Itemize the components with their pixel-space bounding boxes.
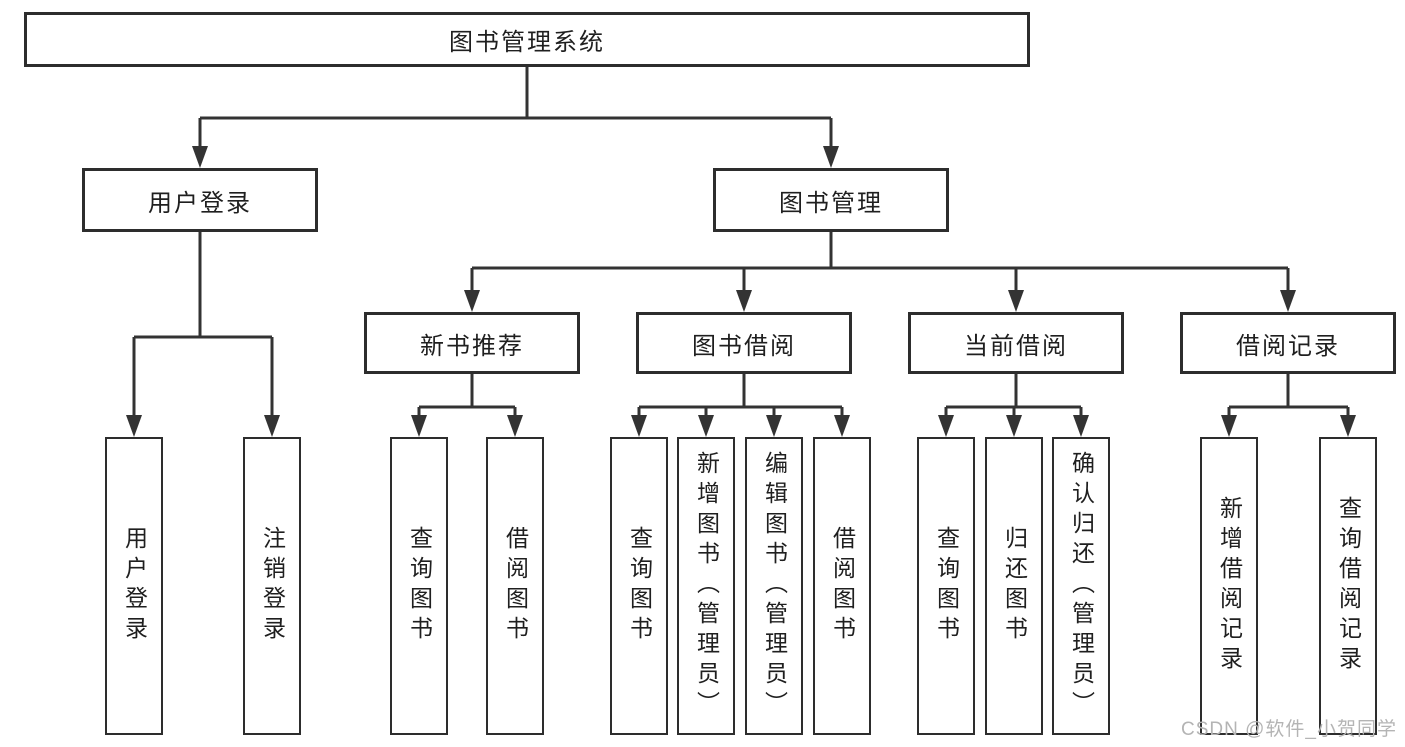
leaf-add-borrow-record: 新增借阅记录 [1200, 437, 1258, 735]
arrow-icon [1073, 415, 1089, 437]
leaf-label: 注销登录 [259, 526, 286, 646]
leaf-label: 查询图书 [933, 526, 960, 646]
leaf-label: 用户登录 [121, 526, 148, 646]
node-new-book-recommend: 新书推荐 [364, 312, 580, 374]
leaf-label: 确认归还（管理员） [1068, 451, 1095, 721]
arrow-icon [464, 290, 480, 312]
leaf-logout: 注销登录 [243, 437, 301, 735]
leaf-query-books-borrow: 查询图书 [610, 437, 668, 735]
leaf-query-borrow-record: 查询借阅记录 [1319, 437, 1377, 735]
node-label: 新书推荐 [420, 332, 524, 360]
arrow-icon [1221, 415, 1237, 437]
arrow-icon [631, 415, 647, 437]
leaf-borrow-books-recommend: 借阅图书 [486, 437, 544, 735]
node-book-borrow: 图书借阅 [636, 312, 852, 374]
node-root-system: 图书管理系统 [24, 12, 1030, 67]
node-label: 当前借阅 [964, 332, 1068, 360]
arrow-icon [766, 415, 782, 437]
csdn-watermark: CSDN @软件_小贺同学 [1181, 719, 1397, 740]
arrow-icon [192, 146, 208, 168]
arrow-icon [736, 290, 752, 312]
node-label: 图书管理 [779, 189, 883, 217]
leaf-query-books-current: 查询图书 [917, 437, 975, 735]
arrow-icon [507, 415, 523, 437]
arrow-icon [1280, 290, 1296, 312]
node-label: 图书借阅 [692, 332, 796, 360]
arrow-icon [411, 415, 427, 437]
arrow-icon [1340, 415, 1356, 437]
leaf-label: 新增借阅记录 [1216, 496, 1243, 676]
leaf-confirm-return-admin: 确认归还（管理员） [1052, 437, 1110, 735]
leaf-label: 归还图书 [1001, 526, 1028, 646]
arrow-icon [1008, 290, 1024, 312]
leaf-label: 查询图书 [406, 526, 433, 646]
leaf-borrow-books: 借阅图书 [813, 437, 871, 735]
node-label: 图书管理系统 [449, 29, 605, 56]
leaf-label: 编辑图书（管理员） [761, 451, 788, 721]
node-label: 用户登录 [148, 189, 252, 217]
leaf-user-login: 用户登录 [105, 437, 163, 735]
arrow-icon [698, 415, 714, 437]
arrowheads [126, 146, 1356, 437]
node-user-login: 用户登录 [82, 168, 318, 232]
arrow-icon [264, 415, 280, 437]
leaf-return-book: 归还图书 [985, 437, 1043, 735]
arrow-icon [834, 415, 850, 437]
arrow-icon [938, 415, 954, 437]
node-current-borrow: 当前借阅 [908, 312, 1124, 374]
leaf-query-books-recommend: 查询图书 [390, 437, 448, 735]
leaf-label: 借阅图书 [829, 526, 856, 646]
leaf-add-book-admin: 新增图书（管理员） [677, 437, 735, 735]
leaf-edit-book-admin: 编辑图书（管理员） [745, 437, 803, 735]
arrow-icon [1006, 415, 1022, 437]
node-label: 借阅记录 [1236, 332, 1340, 360]
node-book-management: 图书管理 [713, 168, 949, 232]
leaf-label: 查询图书 [626, 526, 653, 646]
arrow-icon [126, 415, 142, 437]
arrow-icon [823, 146, 839, 168]
leaf-label: 查询借阅记录 [1335, 496, 1362, 676]
leaf-label: 借阅图书 [502, 526, 529, 646]
node-borrow-records: 借阅记录 [1180, 312, 1396, 374]
leaf-label: 新增图书（管理员） [693, 451, 720, 721]
